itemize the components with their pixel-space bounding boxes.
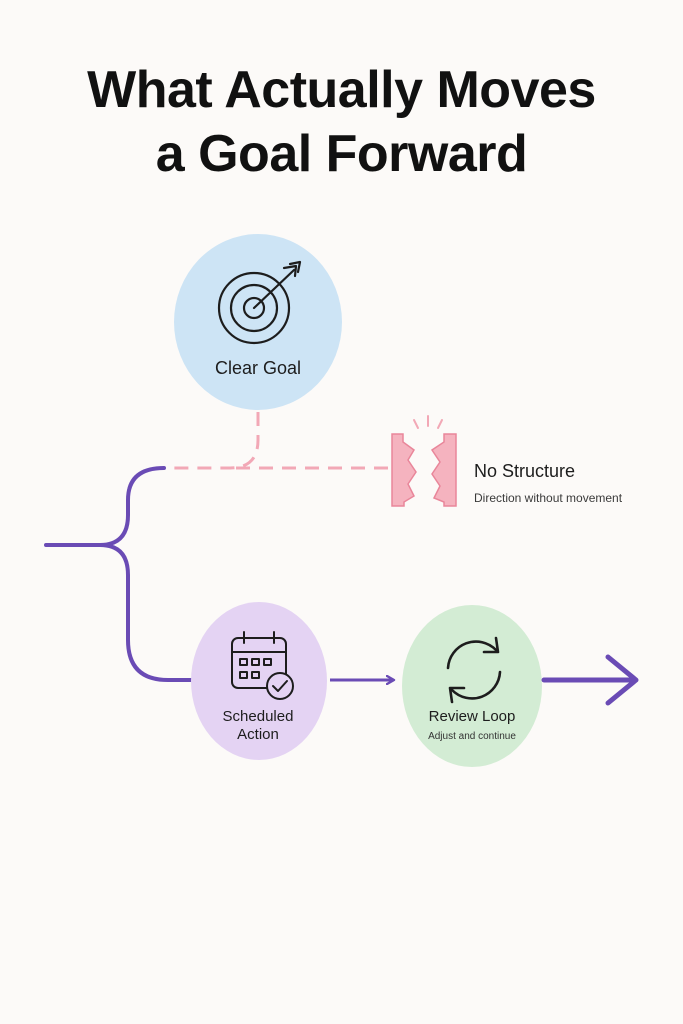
flow-branch-line bbox=[44, 466, 198, 682]
review-loop-circle bbox=[402, 605, 542, 767]
scheduled-action-label: Scheduled Action bbox=[190, 708, 326, 744]
review-loop-node bbox=[402, 605, 542, 767]
review-loop-label: Review Loop bbox=[428, 708, 516, 725]
outgoing-arrow bbox=[541, 654, 639, 706]
calendar-check-icon bbox=[231, 631, 294, 700]
review-loop-sublabel: Adjust and continue bbox=[428, 731, 516, 742]
title-line-2: a Goal Forward bbox=[155, 125, 528, 183]
scheduled-action-label-line-2: Action bbox=[237, 726, 279, 743]
title-line-1: What Actually Moves bbox=[87, 61, 596, 119]
cycle-arrows-icon bbox=[446, 636, 502, 704]
no-structure-label: No Structure bbox=[474, 461, 576, 481]
dashed-connector bbox=[166, 412, 388, 470]
clear-goal-node bbox=[174, 234, 342, 410]
no-structure-sublabel: Direction without movement bbox=[474, 491, 623, 505]
target-arrow-icon bbox=[217, 260, 302, 345]
scheduled-action-label-line-1: Scheduled bbox=[222, 708, 294, 725]
broken-wall-icon bbox=[391, 415, 457, 507]
clear-goal-label: Clear Goal bbox=[214, 358, 302, 378]
clear-goal-circle bbox=[174, 234, 342, 410]
scheduled-action-circle bbox=[191, 602, 327, 760]
page-title: What Actually Moves a Goal Forward bbox=[0, 58, 683, 186]
scheduled-action-node bbox=[191, 602, 327, 760]
